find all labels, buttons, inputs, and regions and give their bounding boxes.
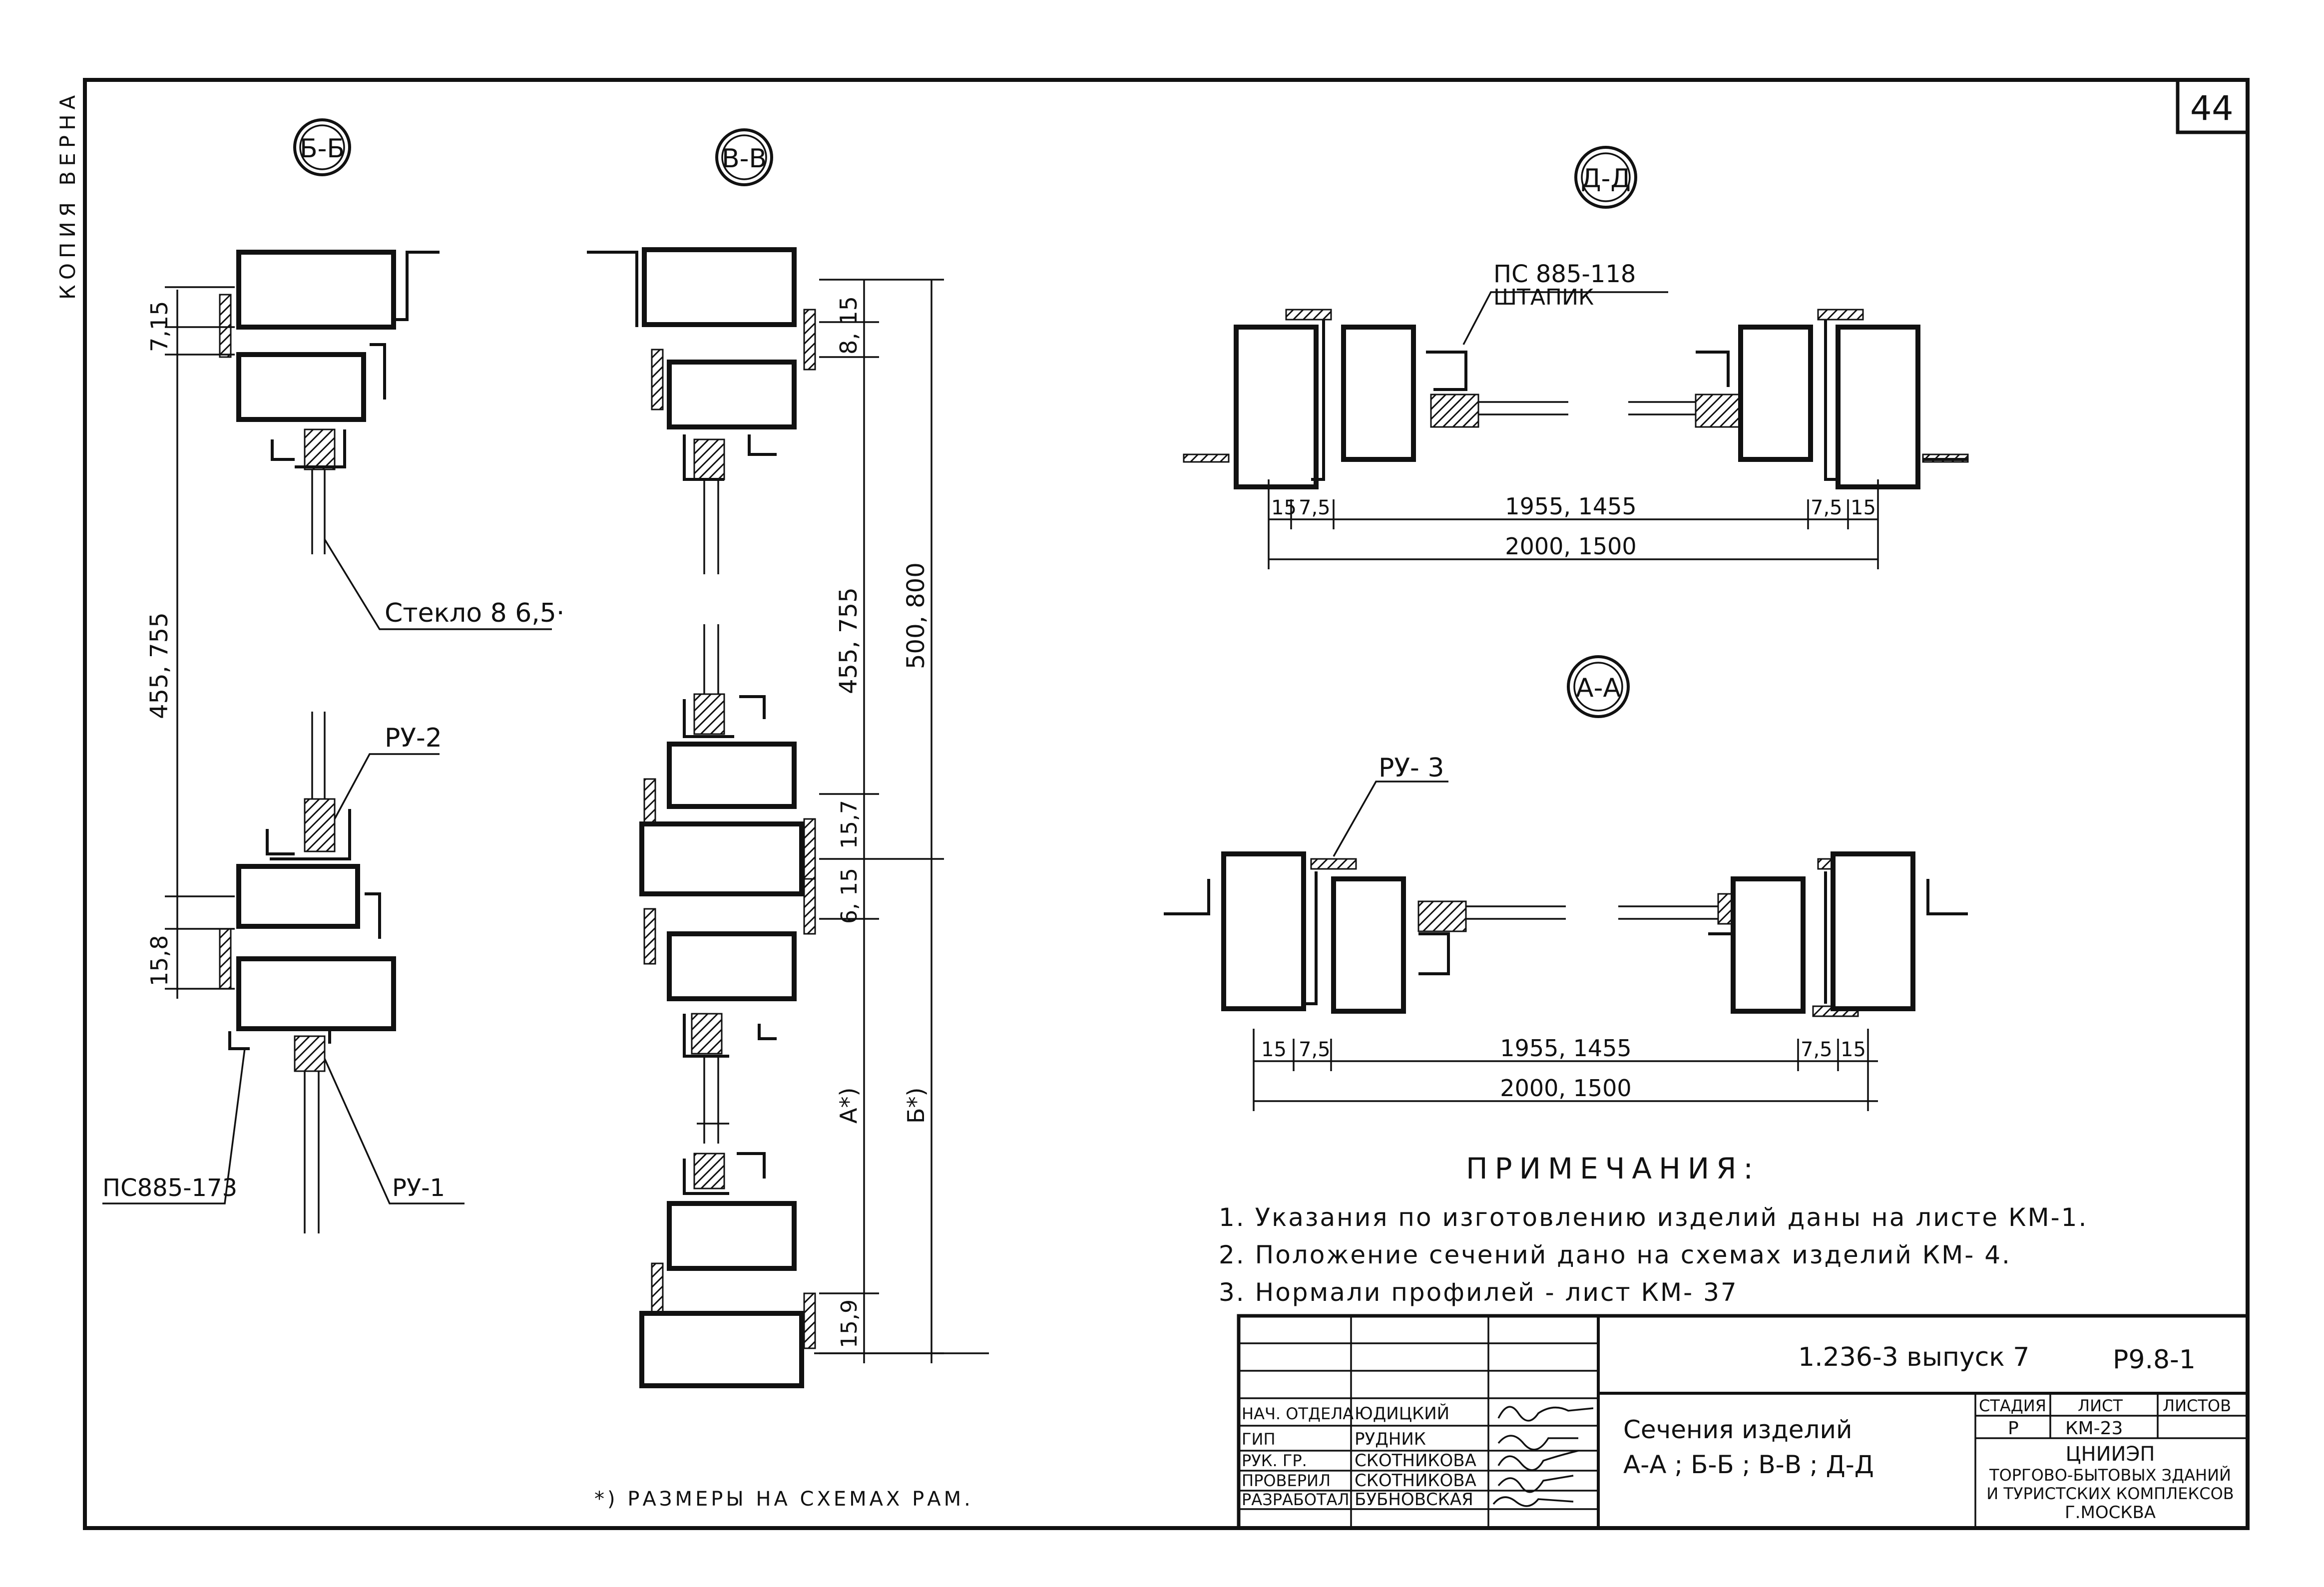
- bb-dim-main: 455, 755: [145, 612, 173, 719]
- dd-dim-inner: 1955, 1455: [1505, 493, 1636, 520]
- notes: ПРИМЕЧАНИЯ: 1. Указания по изготовлению …: [1219, 1152, 2088, 1307]
- dd-callout-shtapik: ШТАПИК: [1493, 285, 1594, 310]
- dd-dim-75-left: 7,5: [1299, 496, 1331, 519]
- side-stamp: КОПИЯ ВЕРНА: [55, 90, 80, 300]
- role-0: НАЧ. ОТДЕЛА: [1242, 1404, 1354, 1423]
- signature-0: [1497, 1406, 1594, 1422]
- aa-callout-ru3: РУ- 3: [1379, 753, 1444, 783]
- bb-callout-ps: ПС885-173: [102, 1174, 237, 1202]
- title-block-code: 1.236-3 выпуск 7: [1798, 1342, 2029, 1372]
- aa-dim-inner: 1955, 1455: [1500, 1035, 1631, 1062]
- role-2: РУК. ГР.: [1242, 1451, 1307, 1470]
- role-0-name: ЮДИЦКИЙ: [1355, 1403, 1449, 1424]
- vv-dim-15-7: 15,7: [837, 800, 862, 849]
- aa-dim-15-right: 15: [1841, 1038, 1866, 1061]
- section-bb-label: Б-Б: [300, 134, 345, 164]
- title-block-title-line2: А-А ; Б-Б ; В-В ; Д-Д: [1623, 1450, 1874, 1479]
- bb-dim-top: 7,15: [146, 301, 173, 352]
- title-block-sheets-header: ЛИСТОВ: [2163, 1396, 2231, 1415]
- dd-dim-75-right: 7,5: [1811, 496, 1843, 519]
- role-2-name: СКОТНИКОВА: [1355, 1451, 1476, 1471]
- dd-dim-15-left: 15: [1271, 496, 1297, 519]
- note-item-3: 3. Нормали профилей - лист КМ- 37: [1219, 1278, 1738, 1307]
- signature-4: [1492, 1496, 1574, 1507]
- title-block-doc-code: Р9.8-1: [2113, 1345, 2196, 1375]
- section-aa-label: А-А: [1576, 673, 1621, 703]
- vv-dim-outer: 500, 800: [902, 562, 930, 669]
- dd-dim-15-right: 15: [1851, 496, 1876, 519]
- title-block-sheet-value: КМ-23: [2065, 1418, 2123, 1439]
- role-3-name: СКОТНИКОВА: [1355, 1471, 1476, 1491]
- sheet-border: [83, 78, 2250, 1530]
- title-block-stage-value: Р: [2008, 1418, 2019, 1439]
- bb-dim-bottom: 15,8: [146, 935, 173, 986]
- vv-dim-bottom: 15,9: [837, 1299, 862, 1348]
- bb-callout-ru2: РУ-2: [385, 723, 442, 753]
- section-vv: В-В: [587, 128, 989, 1388]
- dd-dim-outer: 2000, 1500: [1505, 533, 1636, 560]
- title-block-org-line3: И ТУРИСТСКИХ КОМПЛЕКСОВ: [1986, 1484, 2234, 1503]
- vv-dim-a: А*): [835, 1088, 862, 1124]
- note-item-2: 2. Положение сечений дано на схемах изде…: [1219, 1240, 2011, 1269]
- vv-dim-top: 8, 15: [835, 296, 862, 355]
- footnote: *) РАЗМЕРЫ НА СХЕМАХ РАМ.: [594, 1488, 973, 1511]
- signature-3: [1497, 1475, 1574, 1493]
- vv-dim-6-15: 6, 15: [837, 868, 862, 924]
- title-block-org-line2: ТОРГОВО-БЫТОВЫХ ЗДАНИЙ: [1989, 1466, 2231, 1485]
- aa-dim-75-right: 7,5: [1801, 1038, 1833, 1061]
- role-4-name: БУБНОВСКАЯ: [1355, 1490, 1473, 1510]
- title-block-stage-header: СТАДИЯ: [1979, 1396, 2046, 1415]
- bb-callout-ru1: РУ-1: [392, 1174, 445, 1202]
- signature-1: [1497, 1435, 1578, 1451]
- section-dd: Д-Д ПС 885-118 ШТАПИК 15 7,5 19: [1183, 146, 1969, 569]
- sheet-number: 44: [2190, 89, 2234, 128]
- title-block-org-line1: ЦНИИЭП: [2066, 1443, 2155, 1466]
- title-block: 1.236-3 выпуск 7 Р9.8-1 Сечения изделий …: [1237, 1314, 2250, 1530]
- notes-heading: ПРИМЕЧАНИЯ:: [1466, 1152, 1760, 1186]
- role-3: ПРОВЕРИЛ: [1242, 1471, 1331, 1490]
- vv-dim-b: Б*): [903, 1087, 930, 1124]
- role-4: РАЗРАБОТАЛ: [1242, 1490, 1350, 1509]
- section-bb: Б-Б Стекло 8 6,5· РУ-2 ПС885-173: [102, 118, 564, 1233]
- title-block-org-line4: Г.МОСКВА: [2065, 1503, 2156, 1523]
- section-vv-label: В-В: [722, 144, 767, 174]
- role-1: ГИП: [1242, 1430, 1276, 1449]
- note-item-1: 1. Указания по изготовлению изделий даны…: [1219, 1203, 2088, 1232]
- title-block-sheet-header: ЛИСТ: [2078, 1396, 2123, 1415]
- sheet-number-box: [2176, 78, 2250, 134]
- title-block-title-line1: Сечения изделий: [1623, 1415, 1853, 1444]
- role-1-name: РУДНИК: [1355, 1429, 1426, 1449]
- aa-dim-outer: 2000, 1500: [1500, 1075, 1631, 1102]
- section-dd-label: Д-Д: [1581, 164, 1631, 194]
- signature-2: [1497, 1450, 1579, 1471]
- section-aa: А-А РУ- 3 15 7,5 1955, 1455 7,5: [1164, 655, 1968, 1111]
- vv-dim-mid1: 455, 755: [835, 587, 863, 694]
- bb-callout-glass: Стекло 8 6,5·: [385, 598, 564, 628]
- aa-dim-75-left: 7,5: [1299, 1038, 1331, 1061]
- aa-dim-15-left: 15: [1261, 1038, 1287, 1061]
- dd-callout-ps: ПС 885-118: [1493, 260, 1636, 288]
